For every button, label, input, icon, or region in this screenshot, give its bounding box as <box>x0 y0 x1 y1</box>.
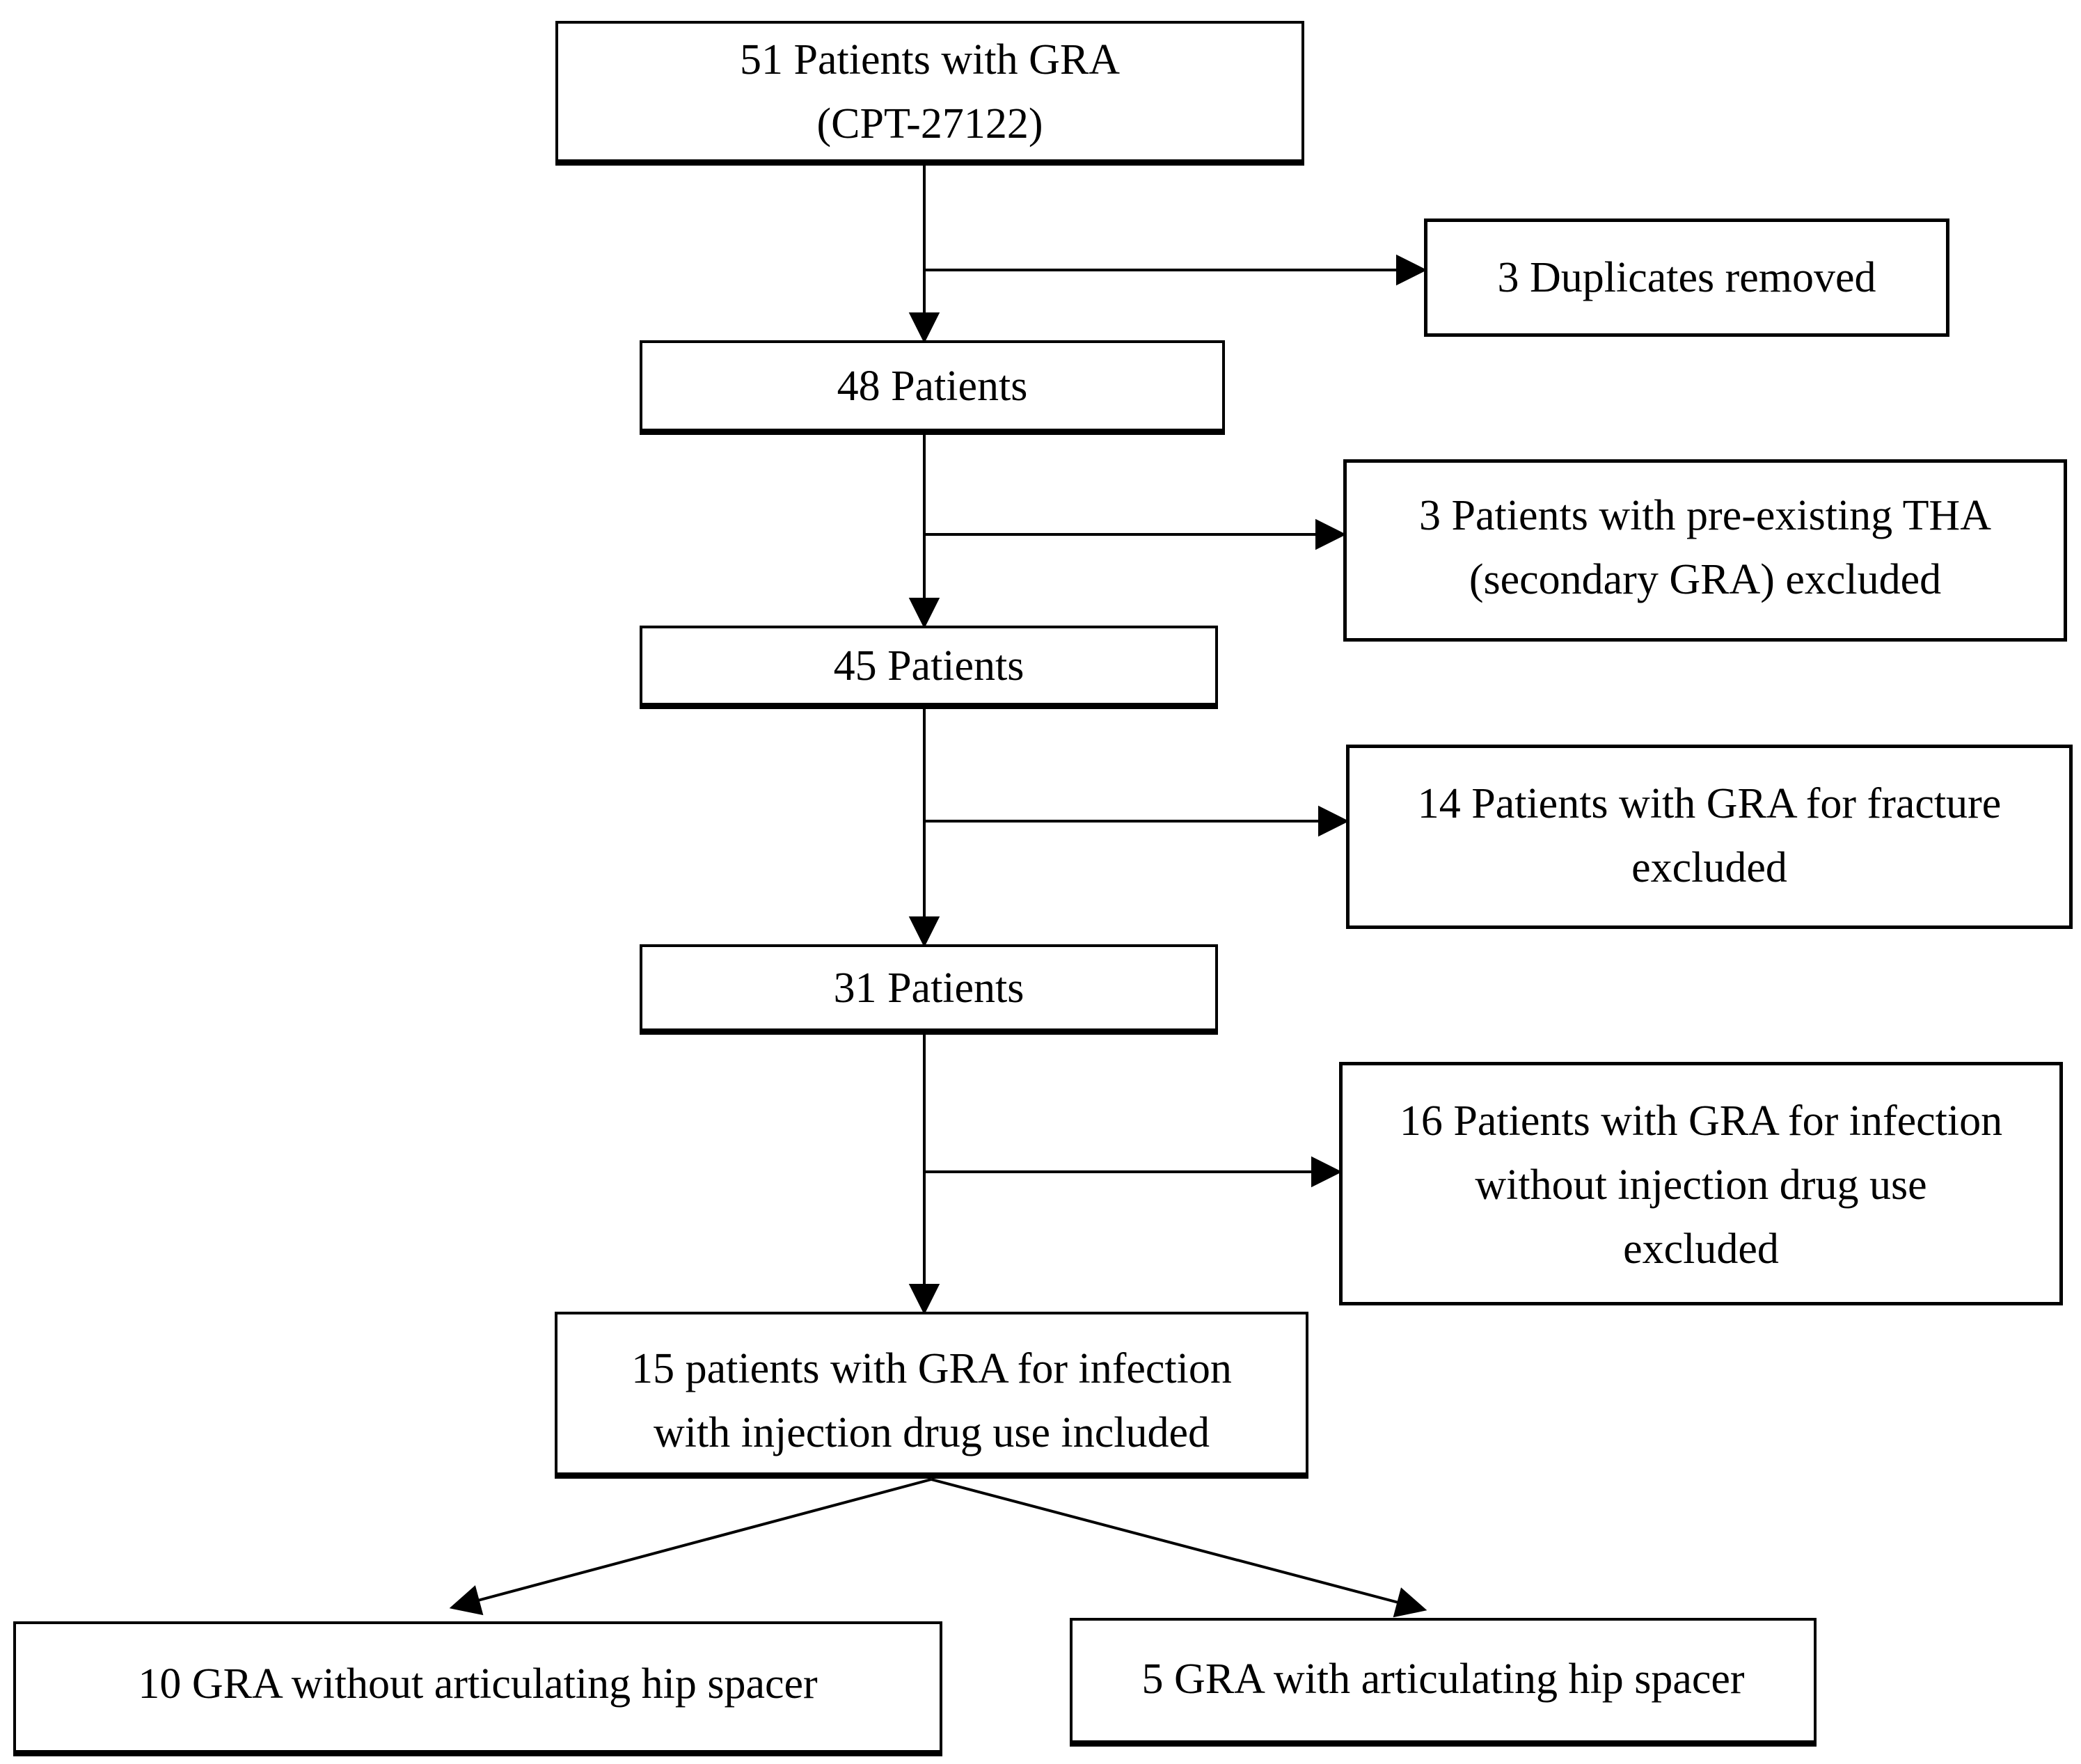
arrowhead-into-45 <box>908 598 940 629</box>
node-text-line: 5 GRA with articulating hip spacer <box>1141 1655 1745 1703</box>
node-fracture-excluded: 14 Patients with GRA for fracture exclud… <box>1346 745 2073 929</box>
node-text-line: 15 patients with GRA for infection <box>631 1345 1232 1392</box>
node-text-line: excluded <box>1631 844 1787 891</box>
node-text-line: 48 Patients <box>837 362 1028 410</box>
node-text-line: 31 Patients <box>833 964 1024 1012</box>
arrowhead-into-duplicates-removed <box>1396 254 1427 286</box>
node-text-line: 45 Patients <box>833 642 1024 690</box>
node-text-line: 3 Patients with pre-existing THA <box>1419 492 1991 539</box>
connector-15-to-with-spacer <box>931 1478 1405 1605</box>
node-gra-with-spacer: 5 GRA with articulating hip spacer <box>1070 1618 1817 1747</box>
node-patients-48: 48 Patients <box>640 340 1225 435</box>
node-text-line: 10 GRA without articulating hip spacer <box>138 1660 818 1708</box>
arrowhead-into-31 <box>908 916 940 948</box>
node-infection-idu-included: 15 patients with GRA for infection with … <box>555 1312 1308 1479</box>
arrowhead-into-15 <box>908 1284 940 1315</box>
node-patients-31: 31 Patients <box>640 944 1218 1035</box>
connector-15-to-without-spacer <box>472 1478 932 1603</box>
node-text-line: (CPT-27122) <box>816 100 1043 148</box>
node-infection-no-idu-excluded: 16 Patients with GRA for infection witho… <box>1339 1062 2063 1305</box>
node-patients-45: 45 Patients <box>640 626 1218 709</box>
arrowhead-into-tha-excluded <box>1315 518 1347 550</box>
node-pre-existing-tha-excluded: 3 Patients with pre-existing THA (second… <box>1343 459 2067 642</box>
node-text-line: 16 Patients with GRA for infection <box>1399 1097 2003 1145</box>
arrowhead-into-without-spacer <box>449 1585 484 1616</box>
arrowhead-into-fracture-excluded <box>1318 805 1350 837</box>
node-patients-51: 51 Patients with GRA (CPT-27122) <box>555 21 1304 166</box>
arrowhead-into-48 <box>908 312 940 344</box>
node-text-line: 3 Duplicates removed <box>1497 254 1876 301</box>
node-text-line: without injection drug use <box>1475 1161 1927 1209</box>
node-text-line: with injection drug use included <box>654 1409 1210 1456</box>
node-text-line: excluded <box>1623 1225 1779 1273</box>
node-gra-without-spacer: 10 GRA without articulating hip spacer <box>13 1621 942 1756</box>
node-text-line: (secondary GRA) excluded <box>1469 556 1942 603</box>
node-text-line: 14 Patients with GRA for fracture <box>1417 780 2002 827</box>
node-duplicates-removed: 3 Duplicates removed <box>1424 218 1949 337</box>
arrowhead-into-infection-excluded <box>1311 1156 1343 1188</box>
node-text-line: 51 Patients with GRA <box>740 35 1120 84</box>
